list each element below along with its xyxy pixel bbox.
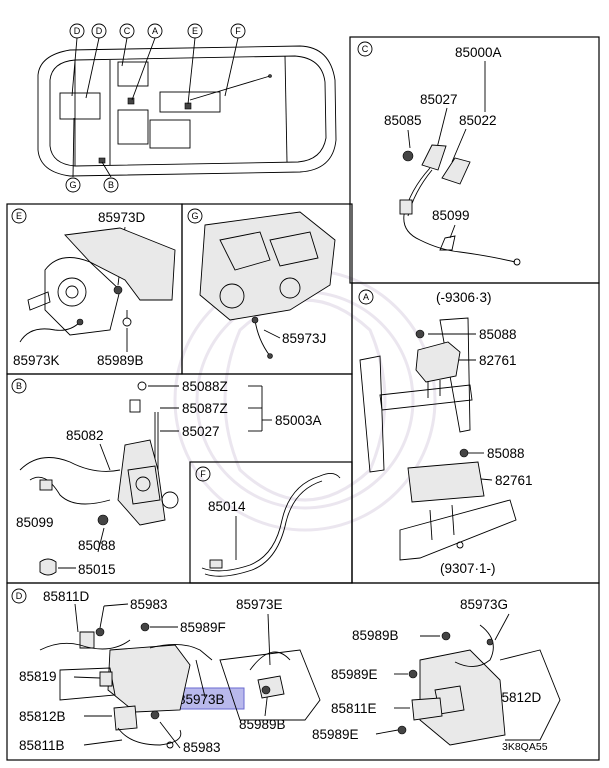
- date-range-label: (-9306·3): [436, 290, 492, 305]
- part-label[interactable]: 85819: [19, 669, 57, 684]
- part-label[interactable]: 85811B: [19, 738, 65, 753]
- part-label[interactable]: 85983: [183, 740, 221, 755]
- part-label[interactable]: 85022: [459, 113, 497, 128]
- part-label[interactable]: 85003A: [275, 413, 322, 428]
- part-label[interactable]: 85973E: [236, 597, 283, 612]
- panel-g: G 85973J: [187, 208, 336, 359]
- panel-letter: D: [16, 591, 23, 601]
- part-label[interactable]: 85000A: [455, 45, 502, 60]
- part-label[interactable]: 85027: [182, 424, 220, 439]
- panel-a-border: [351, 282, 600, 584]
- part-label[interactable]: 85973K: [13, 353, 60, 368]
- date-range-label: (9307·1-): [440, 561, 496, 576]
- panel-c: C 85000A 85027 85085 85022 85099: [357, 41, 521, 266]
- part-label[interactable]: 85082: [66, 428, 104, 443]
- part-label[interactable]: 85088: [487, 446, 525, 461]
- part-label[interactable]: 85015: [78, 562, 116, 577]
- panel-letter: G: [191, 211, 198, 221]
- callout-label: F: [235, 26, 241, 36]
- callout-label: D: [74, 26, 81, 36]
- panel-c-border: [349, 36, 600, 284]
- panel-b-border: [6, 373, 353, 584]
- panel-d-border: [6, 582, 600, 761]
- figure-code: 3K8QA55: [502, 741, 548, 753]
- part-label[interactable]: 85812D: [494, 690, 542, 705]
- part-label[interactable]: 85989E: [312, 727, 359, 742]
- panel-letter: A: [363, 292, 369, 302]
- part-label[interactable]: 85989B: [352, 628, 399, 643]
- part-label[interactable]: 85973J: [282, 331, 326, 346]
- panel-e: E 85973D 85973K 85989B: [11, 208, 176, 368]
- part-label[interactable]: 85088Z: [182, 379, 228, 394]
- part-label[interactable]: 85989E: [331, 667, 378, 682]
- part-label[interactable]: 85973G: [460, 597, 508, 612]
- part-label[interactable]: 85099: [16, 515, 54, 530]
- panel-f: F 85014: [195, 466, 341, 577]
- vehicle-overview: D D C A E F G B: [37, 23, 337, 193]
- part-label[interactable]: 85812B: [19, 709, 66, 724]
- panel-b: B 85088Z 85087Z 85027 85003A 85082 85099…: [11, 378, 322, 577]
- part-label[interactable]: 85811D: [43, 589, 90, 604]
- callout-label: D: [96, 26, 103, 36]
- part-label[interactable]: 85811E: [331, 701, 377, 716]
- callout-label: C: [124, 26, 131, 36]
- part-label[interactable]: 85088: [78, 538, 116, 553]
- part-label[interactable]: 82761: [495, 473, 533, 488]
- callout-label: G: [69, 180, 76, 190]
- callout-label: E: [192, 26, 198, 36]
- part-label[interactable]: 85989B: [97, 353, 144, 368]
- part-label[interactable]: 85983: [130, 597, 168, 612]
- part-label[interactable]: 85989B: [239, 717, 286, 732]
- watermark-seal: [173, 268, 437, 532]
- panel-letter: C: [362, 44, 369, 54]
- panel-a: A (-9306·3) (9307·1-) 85088 82761 85088 …: [358, 289, 533, 576]
- panel-letter: E: [16, 211, 22, 221]
- panel-letter: F: [200, 469, 206, 479]
- part-label[interactable]: 85088: [479, 327, 517, 342]
- part-label[interactable]: 85099: [432, 208, 470, 223]
- part-label[interactable]: 85027: [420, 92, 458, 107]
- part-label[interactable]: 85014: [208, 499, 246, 514]
- part-label[interactable]: 85973D: [98, 210, 146, 225]
- callout-label: B: [108, 180, 114, 190]
- panel-d: D 85811D 85983 85989F 85973E 85973G 8581…: [11, 588, 561, 755]
- part-label[interactable]: 85989F: [180, 620, 226, 635]
- panel-letter: B: [16, 381, 22, 391]
- part-label[interactable]: 85087Z: [182, 401, 228, 416]
- part-label[interactable]: 82761: [479, 353, 517, 368]
- part-label[interactable]: 85973B: [178, 692, 225, 707]
- callout-label: A: [152, 26, 158, 36]
- part-label[interactable]: 85085: [384, 113, 422, 128]
